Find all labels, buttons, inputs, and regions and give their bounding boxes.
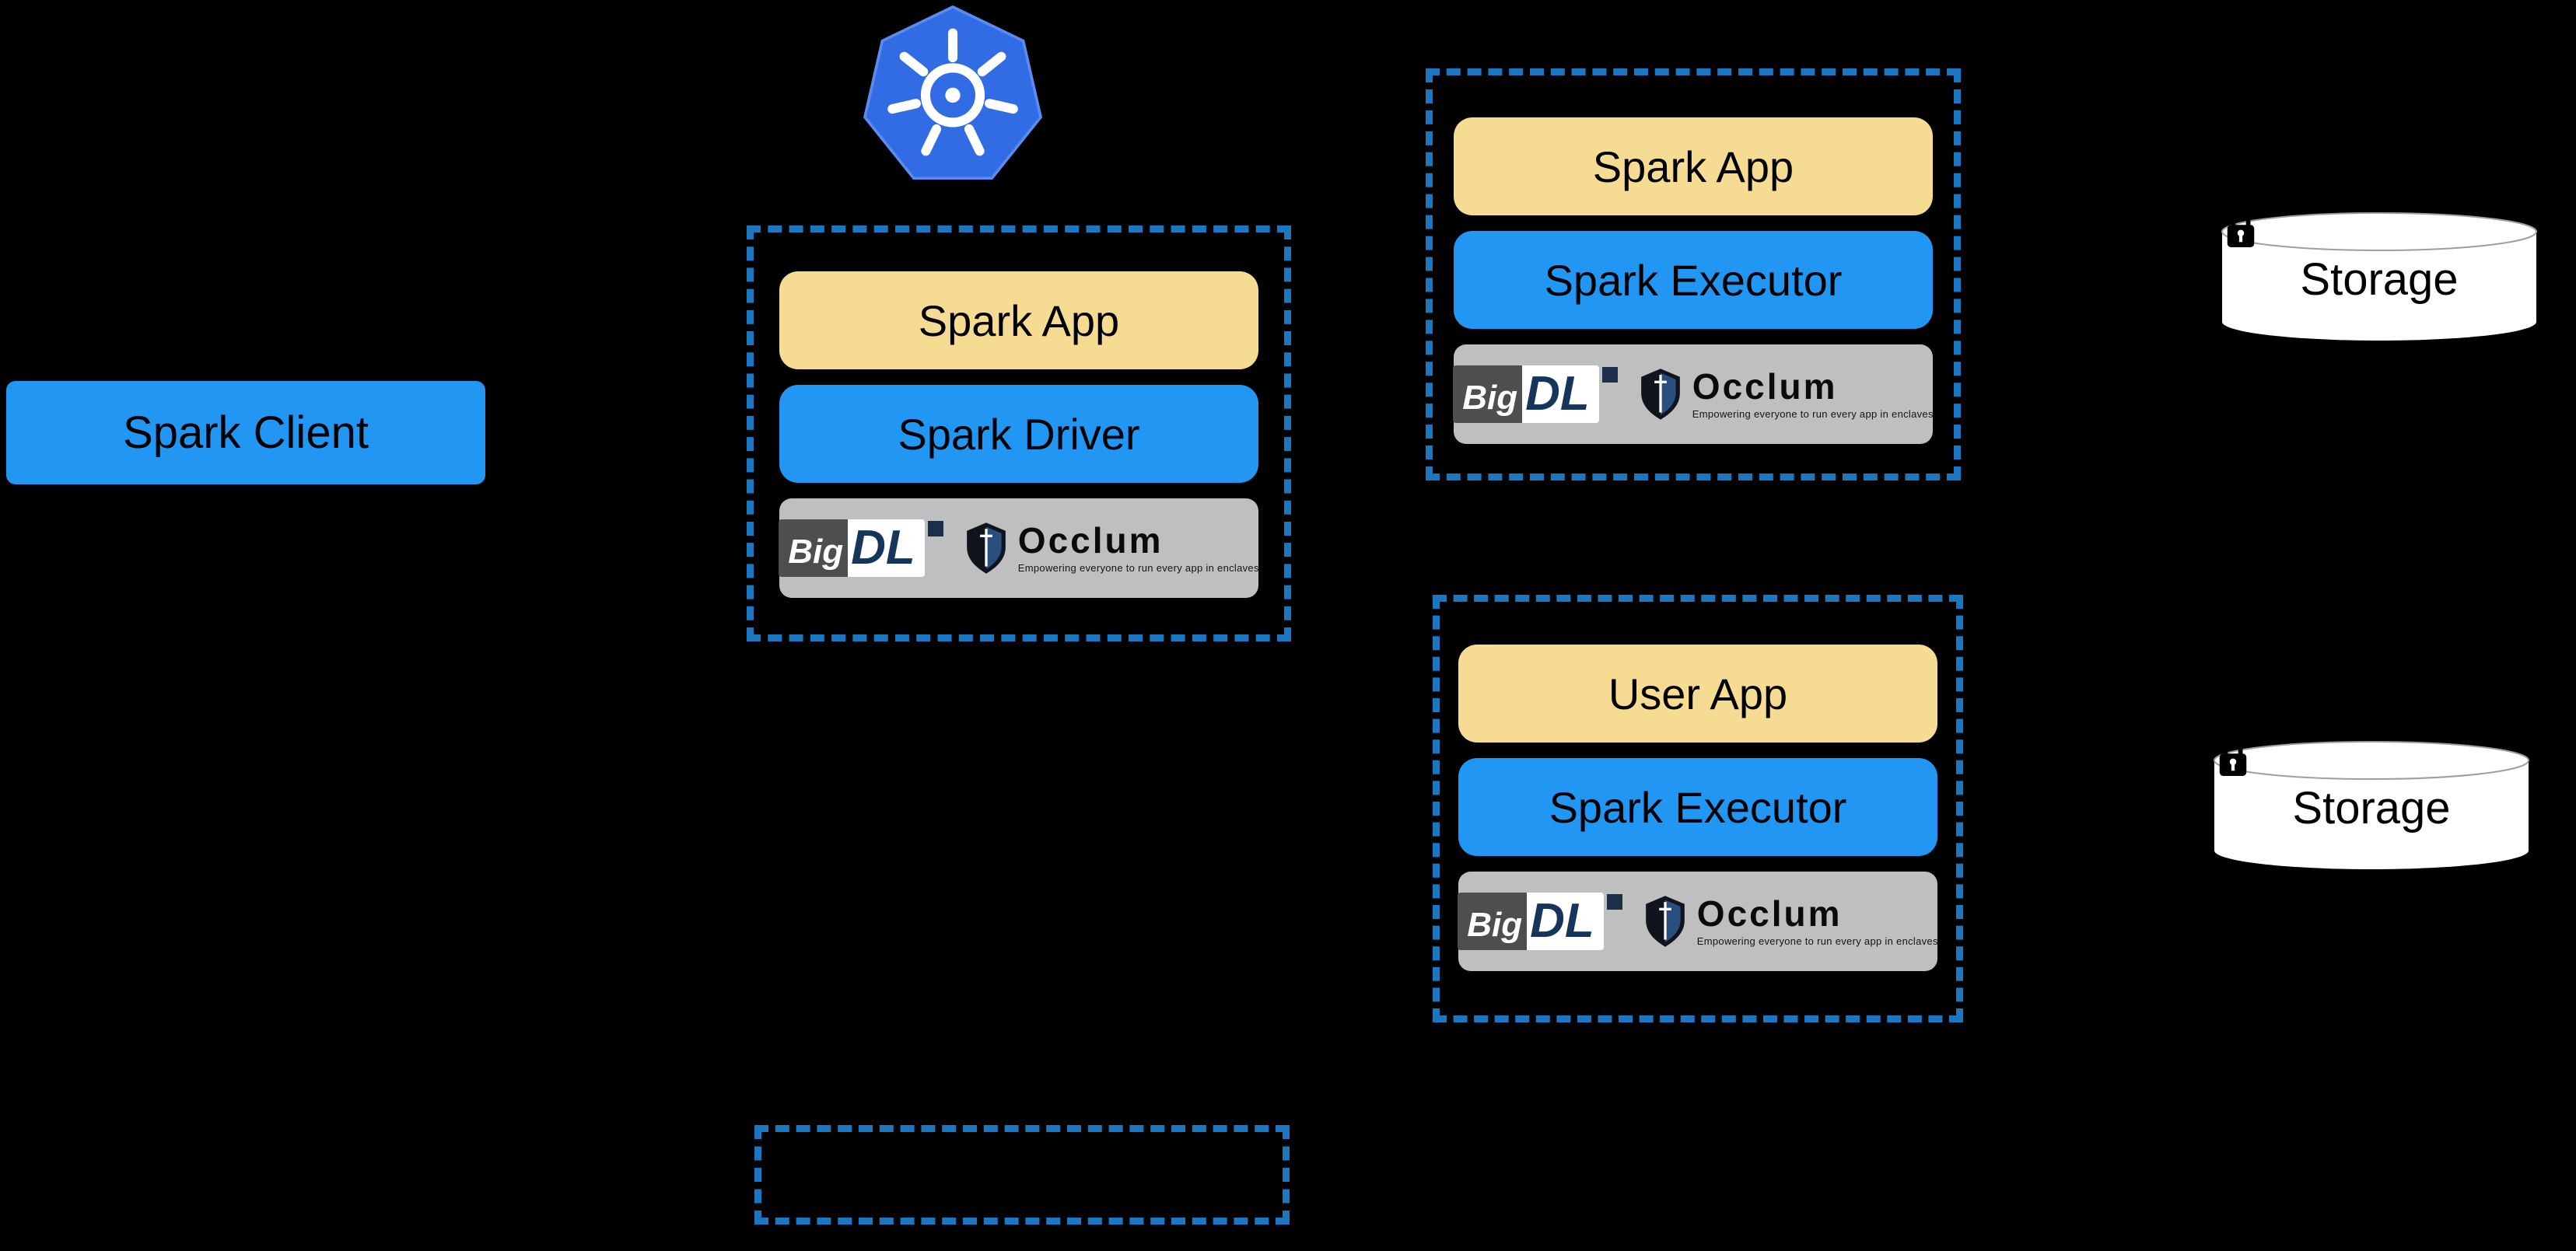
executor2-user-app-label: User App — [1608, 669, 1788, 718]
occlum-tagline-text: Empowering everyone to run every app in … — [1696, 935, 1938, 947]
occlum-shield-icon — [966, 522, 1006, 574]
executor2-logo-bar: Big DL Occlum Empowering everyone to run… — [1458, 872, 1937, 971]
bigdl-dl-text: DL — [1522, 365, 1599, 423]
executor2-user-app-box: User App — [1458, 645, 1937, 743]
lock-icon — [2219, 739, 2247, 776]
driver-spark-driver-label: Spark Driver — [898, 409, 1140, 459]
kubernetes-logo-icon — [854, 3, 1052, 183]
occlum-logo: Occlum Empowering everyone to run every … — [1638, 368, 1934, 421]
executor1-spark-app-label: Spark App — [1592, 142, 1794, 191]
occlum-wordmark: Occlum Empowering everyone to run every … — [1018, 522, 1259, 574]
occlum-tagline-text: Empowering everyone to run every app in … — [1017, 562, 1259, 574]
bigdl-square-mark — [927, 521, 943, 536]
occlum-logo: Occlum Empowering everyone to run every … — [964, 522, 1259, 575]
storage-label: Storage — [2300, 254, 2459, 305]
database-cylinder-icon — [2221, 212, 2537, 341]
spark-client-label: Spark Client — [123, 407, 369, 458]
lock-icon — [2227, 210, 2255, 247]
bigdl-logo: Big DL — [779, 519, 943, 577]
bigdl-square-mark — [1606, 894, 1622, 910]
storage-node-2: Storage — [2207, 739, 2536, 872]
occlum-shield-icon — [1645, 896, 1685, 947]
bigdl-big-text: Big — [779, 519, 849, 577]
occlum-name-text: Occlum — [1692, 366, 1838, 407]
bigdl-big-text: Big — [1458, 893, 1528, 950]
occlum-wordmark: Occlum Empowering everyone to run every … — [1697, 896, 1938, 947]
database-cylinder-icon — [2214, 741, 2529, 869]
bigdl-square-mark — [1601, 367, 1618, 383]
bigdl-logo: Big DL — [1458, 893, 1622, 950]
bigdl-logo: Big DL — [1453, 365, 1618, 423]
bigdl-big-text: Big — [1453, 365, 1523, 423]
occlum-shield-icon — [1640, 369, 1680, 420]
occlum-name-text: Occlum — [1017, 520, 1164, 561]
driver-pod: Spark App Spark Driver Big DL Occlum — [747, 225, 1291, 641]
executor-pod-2: User App Spark Executor Big DL Occlum — [1433, 595, 1963, 1022]
spark-client-node: Spark Client — [6, 381, 485, 484]
empty-dashed-box — [754, 1125, 1290, 1225]
storage-label: Storage — [2292, 783, 2451, 833]
occlum-wordmark: Occlum Empowering everyone to run every … — [1692, 369, 1934, 420]
storage-node-1: Storage — [2215, 210, 2543, 344]
executor2-spark-executor-box: Spark Executor — [1458, 758, 1937, 856]
executor-pod-1: Spark App Spark Executor Big DL Occlum — [1426, 68, 1961, 480]
executor2-spark-executor-label: Spark Executor — [1549, 782, 1847, 832]
executor1-spark-app-box: Spark App — [1454, 117, 1933, 215]
occlum-tagline-text: Empowering everyone to run every app in … — [1692, 408, 1934, 420]
executor1-spark-executor-box: Spark Executor — [1454, 231, 1933, 329]
driver-spark-app-label: Spark App — [918, 295, 1120, 345]
executor1-spark-executor-label: Spark Executor — [1544, 255, 1843, 305]
bigdl-dl-text: DL — [1527, 893, 1604, 950]
driver-spark-app-box: Spark App — [779, 271, 1258, 369]
executor1-logo-bar: Big DL Occlum Empowering everyone to run… — [1453, 344, 1934, 444]
bigdl-dl-text: DL — [848, 519, 925, 577]
driver-spark-driver-box: Spark Driver — [779, 385, 1258, 483]
occlum-logo: Occlum Empowering everyone to run every … — [1643, 895, 1938, 948]
occlum-name-text: Occlum — [1696, 893, 1843, 934]
driver-logo-bar: Big DL Occlum Empowering everyone to run… — [779, 498, 1258, 598]
